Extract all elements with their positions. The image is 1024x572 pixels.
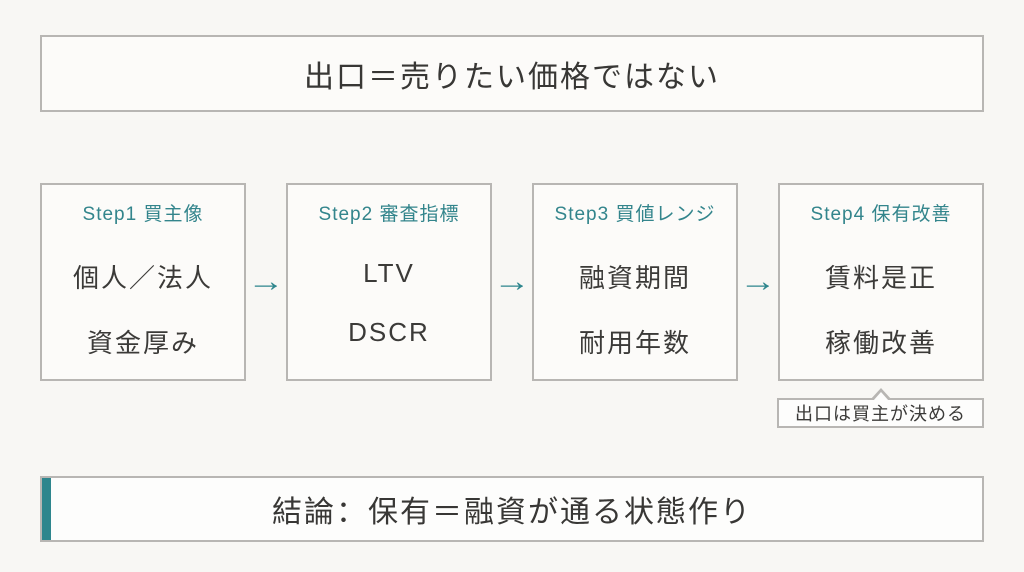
conclusion-text: 結論：保有＝融資が通る状態作り xyxy=(272,496,752,529)
step-1-header: Step1 買主像 xyxy=(82,204,204,225)
step-1-line-2: 資金厚み xyxy=(86,328,199,358)
step-4-header: Step4 保有改善 xyxy=(810,204,952,225)
step-2-line-1: LTV xyxy=(363,258,415,288)
callout-note: 出口は買主が決める xyxy=(777,388,984,428)
callout-caret-fill xyxy=(872,392,889,401)
step-box-3: Step3 買値レンジ 融資期間 耐用年数 xyxy=(532,183,738,381)
step-2-header: Step2 審査指標 xyxy=(318,204,460,225)
step-box-2: Step2 審査指標 LTV DSCR xyxy=(286,183,492,381)
arrow-right-icon: → xyxy=(739,265,777,298)
arrow-cell-2: → xyxy=(492,183,532,381)
step-box-4: Step4 保有改善 賃料是正 稼働改善 xyxy=(778,183,984,381)
arrow-cell-3: → xyxy=(738,183,778,381)
step-3-header: Step3 買値レンジ xyxy=(554,204,716,225)
arrow-cell-1: → xyxy=(246,183,286,381)
arrow-right-icon: → xyxy=(493,265,531,298)
step-4-line-2: 稼働改善 xyxy=(824,328,937,358)
page-title: 出口＝売りたい価格ではない xyxy=(304,60,720,94)
step-3-line-1: 融資期間 xyxy=(578,263,691,293)
step-4-line-1: 賃料是正 xyxy=(824,263,937,293)
step-box-1: Step1 買主像 個人／法人 資金厚み xyxy=(40,183,246,381)
title-banner: 出口＝売りたい価格ではない xyxy=(40,35,984,112)
step-1-line-1: 個人／法人 xyxy=(72,263,213,293)
accent-bar xyxy=(42,478,51,540)
step-3-line-2: 耐用年数 xyxy=(578,328,691,358)
callout-text: 出口は買主が決める xyxy=(795,404,966,424)
steps-row: Step1 買主像 個人／法人 資金厚み → Step2 審査指標 LTV DS… xyxy=(40,183,984,381)
conclusion-banner: 結論：保有＝融資が通る状態作り xyxy=(40,476,984,542)
step-2-line-2: DSCR xyxy=(348,317,430,347)
arrow-right-icon: → xyxy=(247,265,285,298)
